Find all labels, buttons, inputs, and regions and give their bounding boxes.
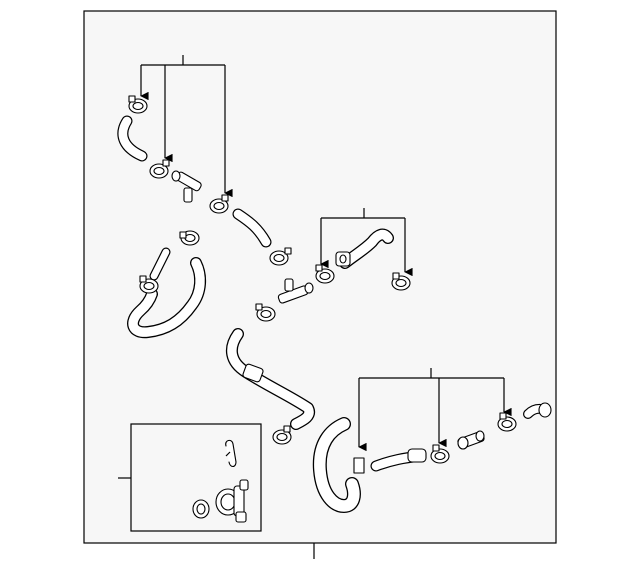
hose-top-left [117,115,148,162]
connector-right-mid [335,251,351,267]
callout-group-3 [358,368,512,452]
tee-fitting-middle [277,278,314,304]
callout-group-2 [320,208,413,277]
hose-middle-short [232,208,272,248]
pipe-left-small [149,247,171,281]
clamp-4 [179,230,200,246]
hose-center-long [225,328,315,430]
clamp-11 [430,444,450,464]
clamp-8 [139,275,159,294]
hose-right-middle [339,228,394,269]
coupling-center [242,363,264,383]
hose-left-u [127,257,207,339]
clamp-12 [497,412,517,432]
inset-elbow-fitting [215,479,249,523]
tee-fitting-upper [171,170,202,203]
clamp-10 [272,425,292,445]
clamp-7 [391,272,411,291]
inset-o-ring [192,499,210,519]
hose-end-bottom-right [407,448,427,463]
clamp-6 [315,264,335,284]
clamp-9 [255,303,276,322]
cap-rectangle [353,457,365,474]
clamp-5 [269,247,292,266]
callout-group-1 [140,55,233,198]
hose-bottom-s [312,417,361,513]
clamp-3 [209,194,229,214]
clamp-2 [149,159,170,179]
valve-bottom-right [457,430,485,450]
clamp-1 [128,95,148,114]
end-cap-right [538,402,552,418]
inset-clip-icon [225,439,237,468]
